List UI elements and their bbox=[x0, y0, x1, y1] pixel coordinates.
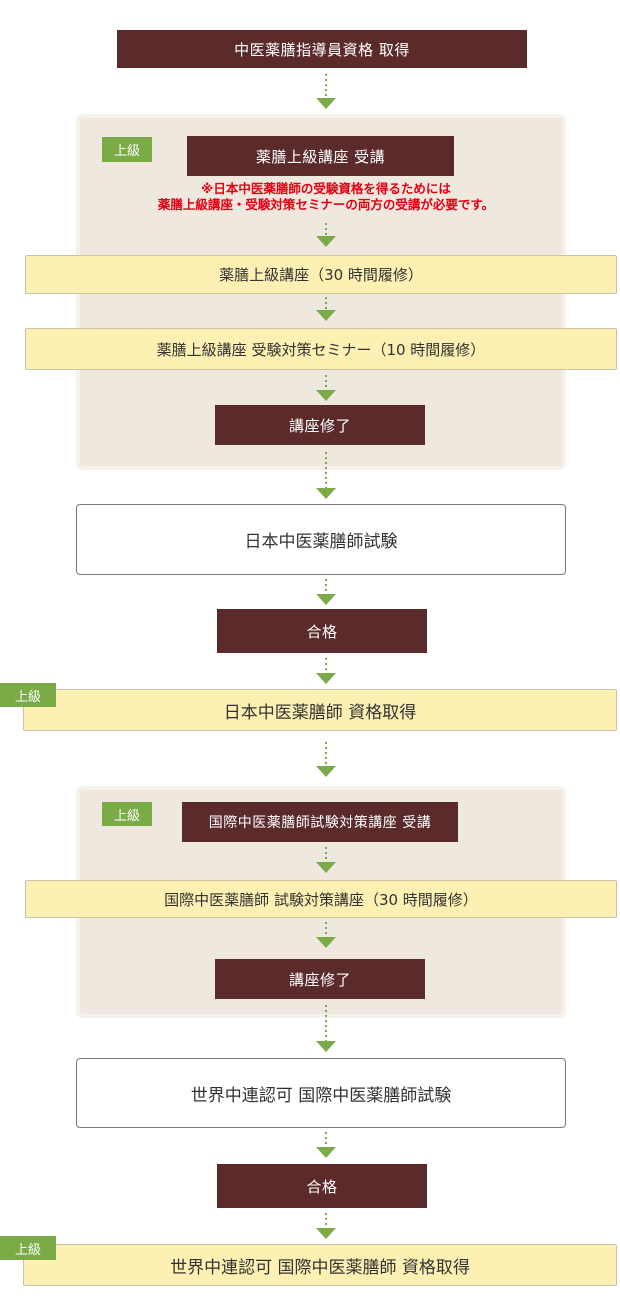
arrow-down-icon bbox=[314, 450, 338, 500]
step-certification-international: 世界中連認可 国際中医薬膳師 資格取得 bbox=[23, 1244, 617, 1286]
step-advanced-course-enroll: 薬膳上級講座 受講 bbox=[187, 136, 454, 176]
step-label: 合格 bbox=[306, 622, 338, 641]
step-label: 国際中医薬膳師試験対策講座 受講 bbox=[208, 815, 432, 831]
advanced-tag: 上級 bbox=[0, 683, 56, 707]
step-completion-1: 講座修了 bbox=[215, 405, 425, 445]
arrow-down-icon bbox=[314, 1131, 338, 1159]
step-pass-2: 合格 bbox=[217, 1164, 427, 1208]
arrow-down-icon bbox=[314, 921, 338, 949]
note-line-2: 薬膳上級講座・受験対策セミナーの両方の受講が必要です。 bbox=[157, 197, 495, 212]
tag-label: 上級 bbox=[14, 1242, 41, 1258]
step-completion-2: 講座修了 bbox=[215, 959, 425, 999]
step-pass-1: 合格 bbox=[217, 609, 427, 653]
arrow-down-icon bbox=[314, 296, 338, 322]
arrow-down-icon bbox=[314, 846, 338, 874]
arrow-down-icon bbox=[314, 740, 338, 778]
step-label: 中医薬膳指導員資格 取得 bbox=[234, 40, 410, 59]
arrow-down-icon bbox=[314, 1003, 338, 1053]
step-label: 薬膳上級講座 受験対策セミナー（10 時間履修） bbox=[156, 340, 486, 359]
step-label: 合格 bbox=[306, 1177, 338, 1196]
step-label: 講座修了 bbox=[288, 970, 351, 989]
step-seminar-10h: 薬膳上級講座 受験対策セミナー（10 時間履修） bbox=[25, 328, 617, 370]
step-label: 国際中医薬膳師 試験対策講座（30 時間履修） bbox=[164, 890, 478, 909]
arrow-down-icon bbox=[314, 1212, 338, 1240]
step-international-course-30h: 国際中医薬膳師 試験対策講座（30 時間履修） bbox=[25, 880, 617, 918]
step-course-30h: 薬膳上級講座（30 時間履修） bbox=[25, 255, 617, 294]
tag-label: 上級 bbox=[14, 689, 41, 705]
arrow-down-icon bbox=[314, 657, 338, 685]
arrow-down-icon bbox=[314, 222, 338, 248]
step-exam-international: 世界中連認可 国際中医薬膳師試験 bbox=[76, 1058, 566, 1128]
step-label: 薬膳上級講座（30 時間履修） bbox=[219, 266, 423, 284]
advanced-tag: 上級 bbox=[0, 1236, 56, 1260]
arrow-down-icon bbox=[314, 72, 338, 110]
tag-label: 上級 bbox=[113, 144, 140, 159]
requirement-note: ※日本中医薬膳師の受験資格を得るためには 薬膳上級講座・受験対策セミナーの両方の… bbox=[96, 181, 556, 213]
step-international-course-enroll: 国際中医薬膳師試験対策講座 受講 bbox=[182, 802, 458, 842]
step-exam-japan: 日本中医薬膳師試験 bbox=[76, 504, 566, 575]
step-label: 講座修了 bbox=[288, 416, 351, 435]
step-label: 日本中医薬膳師 資格取得 bbox=[223, 702, 417, 723]
advanced-tag: 上級 bbox=[102, 802, 152, 826]
step-label: 世界中連認可 国際中医薬膳師試験 bbox=[190, 1085, 452, 1106]
arrow-down-icon bbox=[314, 374, 338, 402]
step-top-certification: 中医薬膳指導員資格 取得 bbox=[117, 30, 527, 68]
step-label: 薬膳上級講座 受講 bbox=[255, 147, 386, 166]
note-line-1: ※日本中医薬膳師の受験資格を得るためには bbox=[201, 181, 451, 196]
arrow-down-icon bbox=[314, 578, 338, 606]
step-label: 世界中連認可 国際中医薬膳師 資格取得 bbox=[170, 1257, 470, 1278]
step-certification-japan: 日本中医薬膳師 資格取得 bbox=[23, 689, 617, 731]
step-label: 日本中医薬膳師試験 bbox=[244, 532, 398, 552]
tag-label: 上級 bbox=[113, 808, 140, 824]
advanced-tag: 上級 bbox=[102, 137, 152, 162]
